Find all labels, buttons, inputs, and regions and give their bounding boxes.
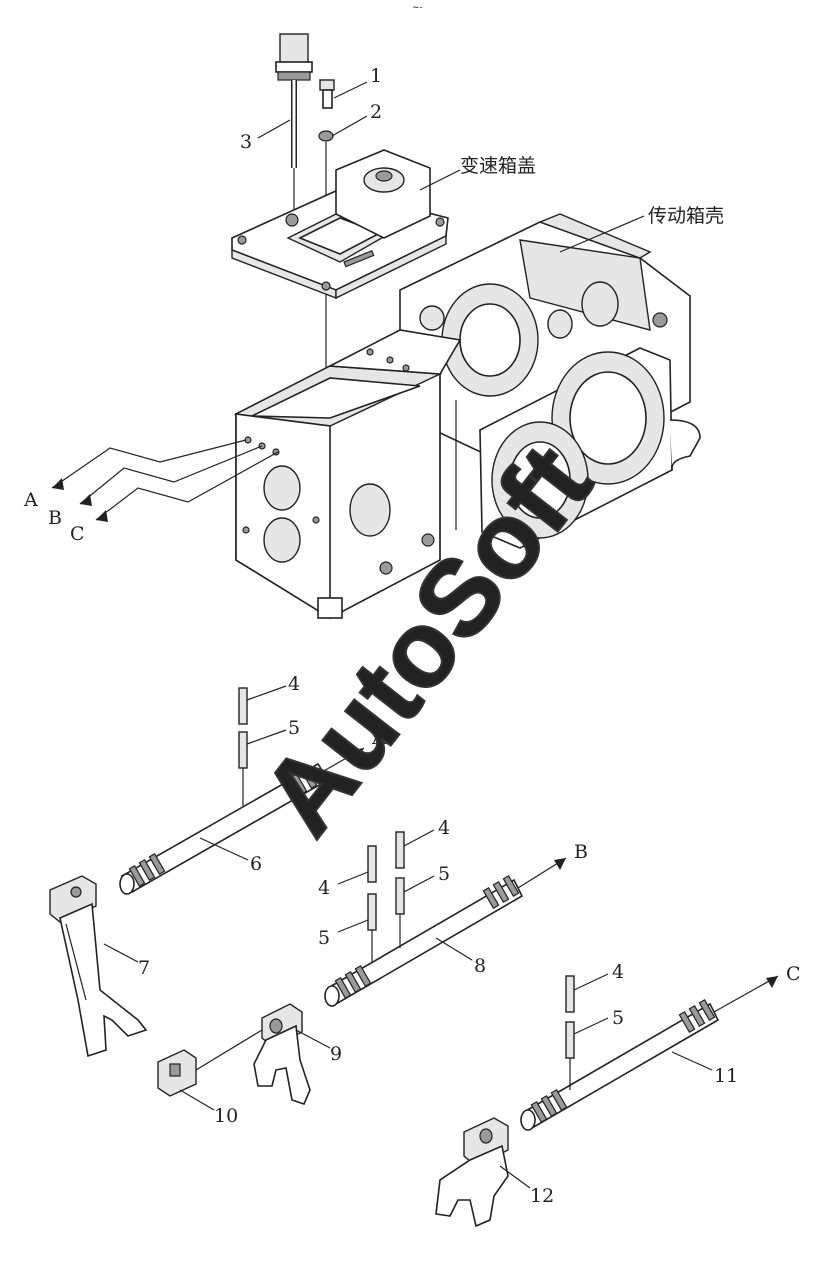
label-part-4c: 4 [438, 817, 450, 839]
label-part-9: 9 [330, 1043, 342, 1065]
pins-rod-6 [238, 687, 248, 806]
shift-fork-7 [49, 875, 148, 1058]
label-transmission-housing: 传动箱壳 [648, 205, 724, 227]
label-arrow-b-rod: B [574, 841, 588, 863]
pins-rod-11 [565, 975, 575, 1090]
label-part-7: 7 [138, 957, 150, 979]
shift-fork-9 [253, 1003, 311, 1105]
gearbox-cover [231, 149, 449, 300]
shift-rod-11 [520, 975, 779, 1131]
label-part-5d: 5 [612, 1007, 624, 1029]
label-part-2: 2 [370, 101, 382, 123]
transmission-housing [233, 213, 701, 620]
bolt-part [319, 79, 335, 109]
label-part-12: 12 [530, 1185, 554, 1207]
shift-rod-8 [324, 857, 567, 1007]
abc-leaders [51, 439, 279, 522]
label-part-6: 6 [250, 853, 262, 875]
shift-rod-6 [119, 747, 365, 895]
label-part-4b: 4 [318, 877, 330, 899]
label-gearbox-cover: 变速箱盖 [460, 155, 536, 177]
label-part-5c: 5 [438, 863, 450, 885]
label-part-8: 8 [474, 955, 486, 977]
label-part-11: 11 [714, 1065, 738, 1087]
label-part-5b: 5 [318, 927, 330, 949]
dipstick-part [275, 33, 313, 168]
label-part-5a: 5 [288, 717, 300, 739]
label-arrow-c-top: C [70, 523, 85, 545]
label-part-4a: 4 [288, 673, 300, 695]
label-part-3: 3 [240, 131, 252, 153]
label-part-1: 1 [370, 65, 382, 87]
shift-fork-12 [435, 1117, 509, 1228]
label-arrow-a-rod: A [371, 727, 386, 749]
label-arrow-c-rod: C [786, 963, 801, 985]
washer-part [318, 130, 334, 142]
label-arrow-a-top: A [23, 489, 38, 511]
pins-rod-8 [367, 831, 405, 962]
shift-block-10 [157, 1049, 197, 1097]
label-arrow-b-top: B [48, 507, 62, 529]
label-part-10: 10 [214, 1105, 238, 1127]
label-part-4d: 4 [612, 961, 624, 983]
top-mark: ~- [412, 3, 423, 13]
